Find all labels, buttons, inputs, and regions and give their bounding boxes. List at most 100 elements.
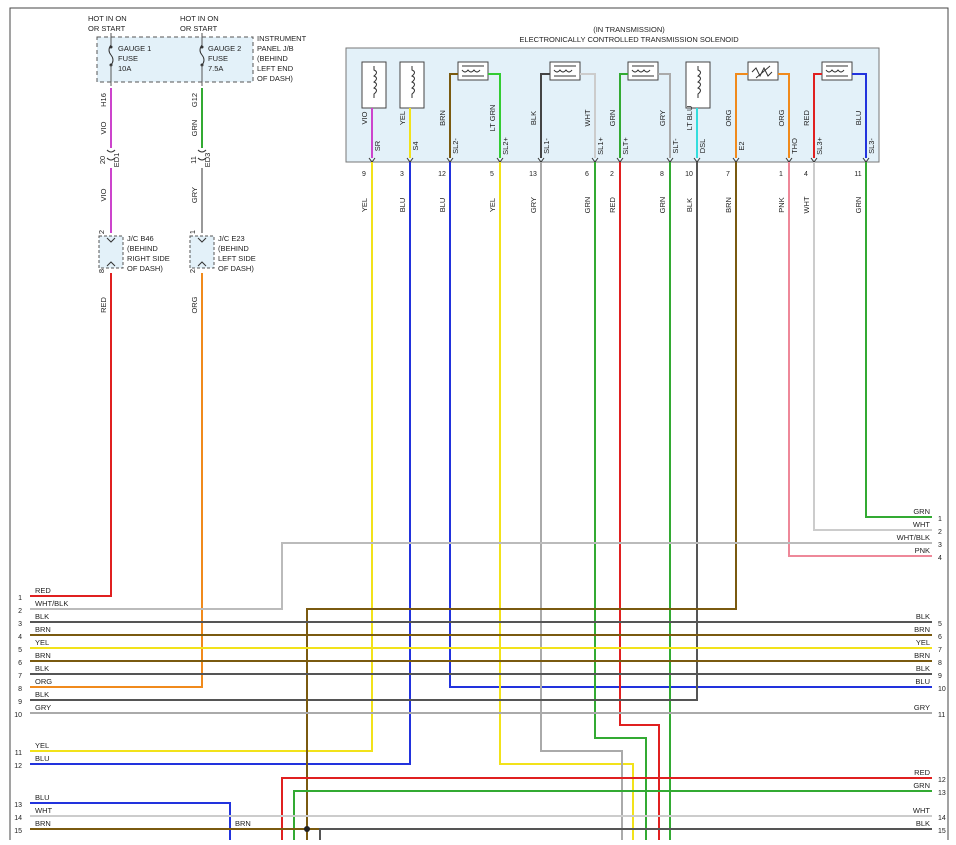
left-connector-wire-1-label: RED <box>35 586 51 595</box>
fuse2-wire-color-label: GRN <box>190 120 199 137</box>
fuse2-pin-label: G12 <box>190 93 199 107</box>
junction-0-label-4: OF DASH) <box>127 264 163 273</box>
left-connector-wire-2-label: WHT/BLK <box>35 599 68 608</box>
left-connector-wire-15-label: BRN <box>35 819 51 828</box>
junction-0-box <box>98 235 124 269</box>
left-connector-wire-7-label: BLK <box>35 664 49 673</box>
terminal-S4-harness-wire <box>30 162 411 765</box>
right-connector-pin-7: 7 <box>938 647 942 654</box>
connector-1-pin: 11 <box>189 156 198 164</box>
junction-0-label-3: RIGHT SIDE <box>127 254 170 263</box>
terminal-3-pin-number: 5 <box>490 171 494 178</box>
terminal-1-pin-number: 3 <box>400 171 404 178</box>
terminal-SR-harness-wire <box>30 162 373 752</box>
left-connector-pin-8: 8 <box>18 686 22 693</box>
terminal-10-name: THO <box>790 138 799 154</box>
terminal-5-pin-number: 6 <box>585 171 589 178</box>
fuse2-hot-label-1: HOT IN ON <box>180 14 219 23</box>
diagram-frame <box>9 7 949 845</box>
solenoid-title-2: ELECTRONICALLY CONTROLLED TRANSMISSION S… <box>519 35 739 44</box>
terminal-7-name: SLT- <box>671 138 680 154</box>
terminal-7-out-wire-label: GRN <box>658 197 667 214</box>
junction-0-label-2: (BEHIND <box>127 244 158 253</box>
left-connector-pin-9: 9 <box>18 699 22 706</box>
terminal-11-in-wire-label: RED <box>802 110 811 126</box>
fuse1-name: GAUGE 1 <box>118 44 151 53</box>
terminal-3-out-wire-label: YEL <box>488 198 497 212</box>
fuse2-hot-label-2: OR START <box>180 24 218 33</box>
terminal-5-name: SL1+ <box>596 137 605 155</box>
left-connector-pin-6: 6 <box>18 660 22 667</box>
terminal-11-pin-number: 4 <box>804 171 808 178</box>
terminal-6-out-wire-label: RED <box>608 197 617 213</box>
terminal-SL3--harness-wire <box>865 162 932 518</box>
terminal-1-out-wire-label: BLU <box>398 198 407 213</box>
terminal-0-pin-number: 9 <box>362 171 366 178</box>
right-connector-pin-9: 9 <box>938 673 942 680</box>
wire-blu-pin13 <box>30 802 231 840</box>
junction-0-label-1: J/C B46 <box>127 234 154 243</box>
terminal-SL2--internal-wire <box>449 73 458 158</box>
splice-dot <box>304 826 310 832</box>
right-connector-wire-8-label: BRN <box>914 651 930 660</box>
junction-1-output-wire <box>30 273 203 688</box>
wire-labels: BRNREDWHT/BLKBLKBRNYELBRNBLKORGBLKGRYYEL… <box>35 507 931 828</box>
terminal-E2-harness-wire <box>306 162 737 840</box>
right-connector-wire-9-label: BLK <box>916 664 930 673</box>
junction-0-pin-out: 8 <box>97 269 106 273</box>
terminal-7-pin-number: 8 <box>660 171 664 178</box>
left-connector-wire-6-label: BRN <box>35 651 51 660</box>
instrument-panel-jb-box <box>96 36 254 83</box>
terminal-SLT+-internal-wire <box>619 73 628 158</box>
right-connector-wire-14-label: WHT <box>913 806 930 815</box>
right-connector-wire-10-label: BLU <box>915 677 930 686</box>
terminal-3-in-wire-label: LT GRN <box>488 105 497 132</box>
right-connector-pin-12: 12 <box>938 777 946 784</box>
terminal-9-in-wire-label: ORG <box>724 109 733 126</box>
terminal-4-pin-number: 13 <box>529 171 537 178</box>
left-connector-pin-5: 5 <box>18 647 22 654</box>
terminal-SL1--harness-wire <box>540 162 623 840</box>
terminal-0-out-wire-label: YEL <box>360 198 369 212</box>
terminal-SL1+-harness-wire <box>594 162 647 840</box>
terminal-5-in-wire-label: WHT <box>583 109 592 126</box>
terminal-8-name: DSL <box>698 139 707 154</box>
wire-red-pin12 <box>281 777 932 840</box>
panel-label-1: INSTRUMENT <box>257 34 307 43</box>
terminal-1-name: S4 <box>411 141 420 150</box>
connector-1-symbol <box>197 149 207 161</box>
left-connector-pin-14: 14 <box>14 815 22 822</box>
fuse2-name: GAUGE 2 <box>208 44 241 53</box>
harness-wires <box>30 162 932 840</box>
panel-label-3: (BEHIND <box>257 54 288 63</box>
panel-label-5: OF DASH) <box>257 74 293 83</box>
terminal-6-pin-number: 2 <box>610 171 614 178</box>
terminal-3-name: SL2+ <box>501 137 510 155</box>
terminal-2-name: SL2- <box>451 138 460 154</box>
terminal-0-name: SR <box>373 140 382 151</box>
wire-grn-pin13 <box>293 790 932 840</box>
wire-wht-blk <box>30 542 932 610</box>
left-connector-pin-2: 2 <box>18 608 22 615</box>
terminal-8-out-wire-label: BLK <box>685 198 694 212</box>
terminal-SL1+-internal-wire <box>580 73 596 158</box>
fuse1-symbol <box>108 44 114 66</box>
connector-1-name: ED3 <box>203 153 212 168</box>
junction-1-output-wire-label: ORG <box>190 296 199 313</box>
right-connector-pin-13: 13 <box>938 790 946 797</box>
junction-1-label-1: J/C E23 <box>218 234 245 243</box>
right-connector-pin-15: 15 <box>938 828 946 835</box>
fuse-box: HOT IN ON OR START HOT IN ON OR START GA… <box>88 14 307 86</box>
terminal-5-out-wire-label: GRN <box>583 197 592 214</box>
connector-0-name: ED1 <box>112 153 121 168</box>
right-connector-pin-6: 6 <box>938 634 942 641</box>
fuse1-hot-label-2: OR START <box>88 24 126 33</box>
terminal-9-name: E2 <box>737 141 746 150</box>
terminal-7-in-wire-label: GRY <box>658 110 667 126</box>
terminal-10-in-wire-label: ORG <box>777 109 786 126</box>
transmission-solenoid: (IN TRANSMISSION) ELECTRONICALLY CONTROL… <box>345 25 880 163</box>
left-connector-wire-13-label: BLU <box>35 793 50 802</box>
right-connector-wire-2-label: WHT <box>913 520 930 529</box>
